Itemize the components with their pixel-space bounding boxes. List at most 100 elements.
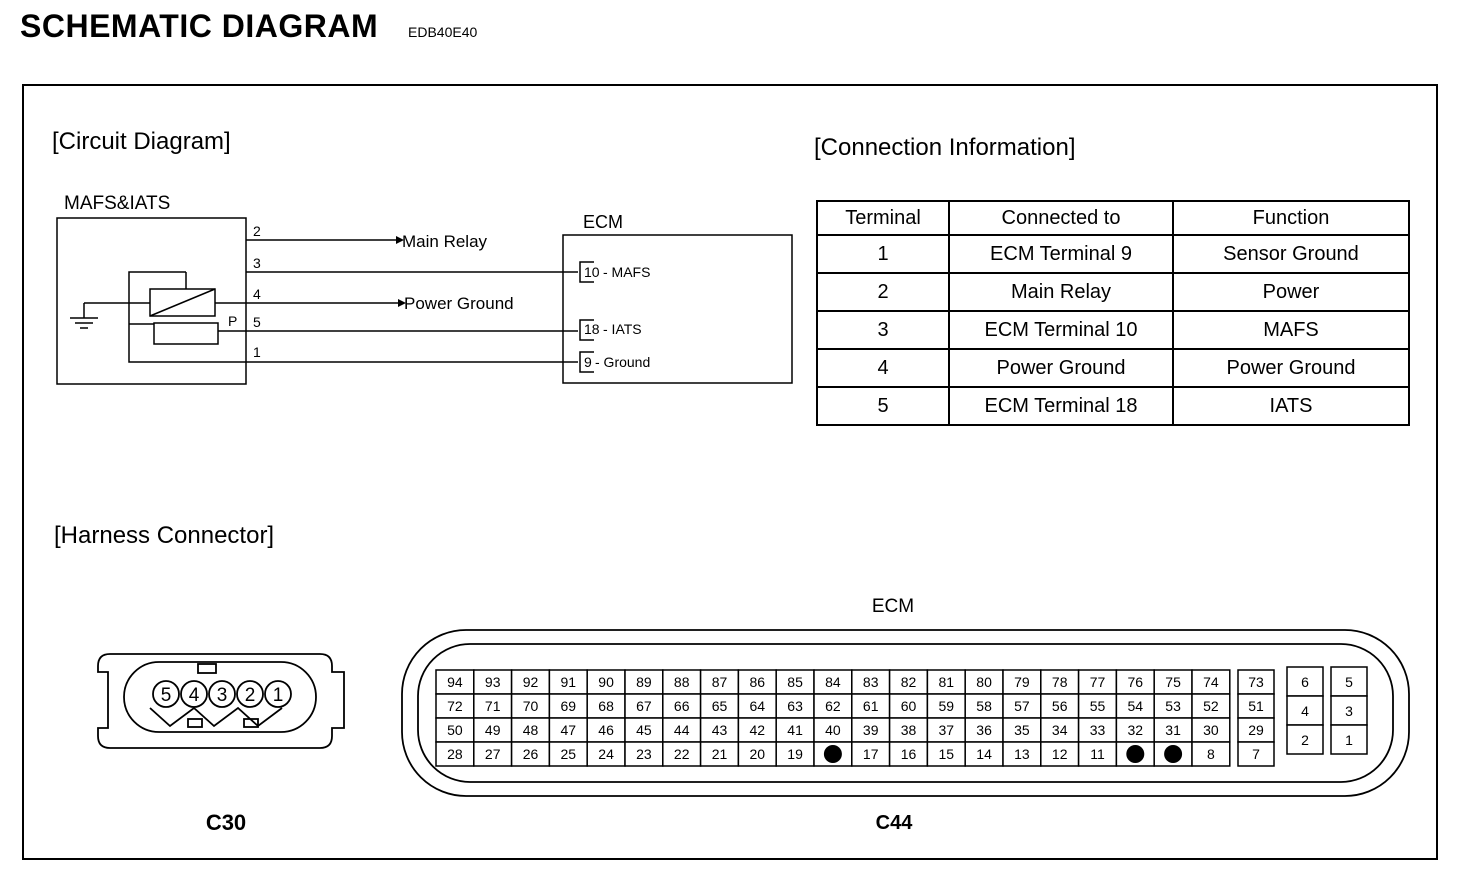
table-header: Terminal — [816, 200, 950, 236]
c30-pin-number: 4 — [189, 685, 200, 706]
c44-pin-number: 44 — [674, 722, 690, 738]
c44-cell — [473, 741, 513, 767]
table-row: 3 ECM Terminal 10 MAFS — [816, 310, 1410, 350]
c44-pin-number: 51 — [1248, 698, 1264, 714]
c44-cell — [624, 717, 664, 743]
c44-pin-number: 64 — [750, 698, 766, 714]
c44-pin-number: 87 — [712, 674, 728, 690]
c44-pin-number: 30 — [1203, 722, 1219, 738]
c44-pin-number: 39 — [863, 722, 879, 738]
c44-pin-number: 78 — [1052, 674, 1068, 690]
c44-pin-number: 41 — [787, 722, 803, 738]
ecm-pin-name: - Ground — [595, 354, 650, 370]
c44-cell — [1237, 741, 1275, 767]
c44-pin-number: 35 — [1014, 722, 1030, 738]
c44-pin-number: 6 — [1301, 674, 1309, 690]
c44-pin-number: 17 — [863, 746, 879, 762]
c44-pin-number: 19 — [787, 746, 803, 762]
c44-label: C44 — [876, 812, 914, 834]
c44-cell — [1237, 669, 1275, 695]
c44-cell — [435, 693, 475, 719]
c44-pin-number: 76 — [1128, 674, 1144, 690]
c44-pin-number: 79 — [1014, 674, 1030, 690]
c44-cell — [851, 717, 891, 743]
c30-pin-number: 2 — [245, 685, 256, 706]
c44-pin-number: 2 — [1301, 732, 1309, 748]
c44-pin-number: 13 — [1014, 746, 1030, 762]
c44-pin-number: 42 — [750, 722, 766, 738]
c44-cell — [624, 669, 664, 695]
c44-pin-number: 27 — [485, 746, 501, 762]
main-relay-label: Main Relay — [402, 232, 488, 251]
c44-pin-number: 37 — [939, 722, 955, 738]
c44-pin-number: 7 — [1252, 746, 1260, 762]
table-cell: Power Ground — [948, 348, 1174, 388]
ecm-pin-name: - MAFS — [603, 264, 650, 280]
c44-cell — [1002, 717, 1042, 743]
c44-cell — [964, 717, 1004, 743]
page-title: SCHEMATIC DIAGRAM — [20, 8, 379, 44]
c44-plug-dot — [1126, 745, 1145, 763]
p-label: P — [228, 313, 237, 329]
c30-pin-number: 1 — [273, 685, 284, 706]
table-cell: IATS — [1172, 386, 1410, 426]
c44-cell — [1040, 717, 1080, 743]
c44-pin-number: 43 — [712, 722, 728, 738]
c44-cell — [624, 693, 664, 719]
table-cell: 1 — [816, 234, 950, 274]
ecm-label: ECM — [583, 212, 623, 232]
harness-connector-heading: [Harness Connector] — [54, 522, 275, 549]
c44-pin-number: 1 — [1345, 732, 1353, 748]
c44-pin-number: 48 — [523, 722, 539, 738]
table-cell: MAFS — [1172, 310, 1410, 350]
c44-pin-number: 77 — [1090, 674, 1106, 690]
c44-cell — [1286, 724, 1324, 755]
pin-label: 1 — [253, 344, 261, 360]
c44-pin-number: 54 — [1128, 698, 1144, 714]
c44-pin-number: 94 — [447, 674, 463, 690]
connection-table: Terminal Connected to Function 1 ECM Ter… — [816, 200, 1410, 426]
ecm-connector-label: ECM — [872, 596, 914, 617]
c44-pin-number: 91 — [561, 674, 577, 690]
c44-pin-number: 56 — [1052, 698, 1068, 714]
c44-cell — [737, 669, 777, 695]
table-cell: Power — [1172, 272, 1410, 312]
connection-info-heading: [Connection Information] — [814, 134, 1076, 161]
c44-pin-number: 59 — [939, 698, 955, 714]
c44-cell — [1330, 666, 1368, 697]
c44-pin-number: 12 — [1052, 746, 1068, 762]
c44-pin-number: 31 — [1165, 722, 1181, 738]
table-cell: Sensor Ground — [1172, 234, 1410, 274]
c44-pin-number: 65 — [712, 698, 728, 714]
document-code: EDB40E40 — [408, 24, 478, 40]
c44-pin-number: 5 — [1345, 674, 1353, 690]
c44-cell — [473, 717, 513, 743]
c44-pin-number: 4 — [1301, 703, 1309, 719]
c44-pin-number: 58 — [976, 698, 992, 714]
c44-cell — [699, 741, 740, 767]
c44-pin-number: 57 — [1014, 698, 1030, 714]
table-cell: 3 — [816, 310, 950, 350]
c44-pin-number: 53 — [1165, 698, 1181, 714]
c44-cell — [1115, 693, 1155, 719]
c44-pin-number: 68 — [598, 698, 614, 714]
c44-pin-number: 90 — [598, 674, 614, 690]
c30-pin-number: 5 — [161, 685, 172, 706]
c44-cell — [888, 741, 929, 767]
c44-cell — [775, 741, 815, 767]
c44-pin-number: 61 — [863, 698, 879, 714]
c44-cell — [775, 693, 815, 719]
ecm-pin-number: 9 — [584, 354, 592, 370]
c44-cell — [926, 717, 966, 743]
c44-pin-number: 22 — [674, 746, 690, 762]
table-cell: 4 — [816, 348, 950, 388]
c44-cell — [662, 741, 702, 767]
c44-pin-number: 75 — [1165, 674, 1181, 690]
c44-pin-number: 32 — [1128, 722, 1144, 738]
c30-pin — [180, 680, 208, 708]
c44-cell — [1191, 693, 1231, 719]
table-row: 2 Main Relay Power — [816, 272, 1410, 312]
table-cell: ECM Terminal 10 — [948, 310, 1174, 350]
c44-pin-number: 33 — [1090, 722, 1106, 738]
